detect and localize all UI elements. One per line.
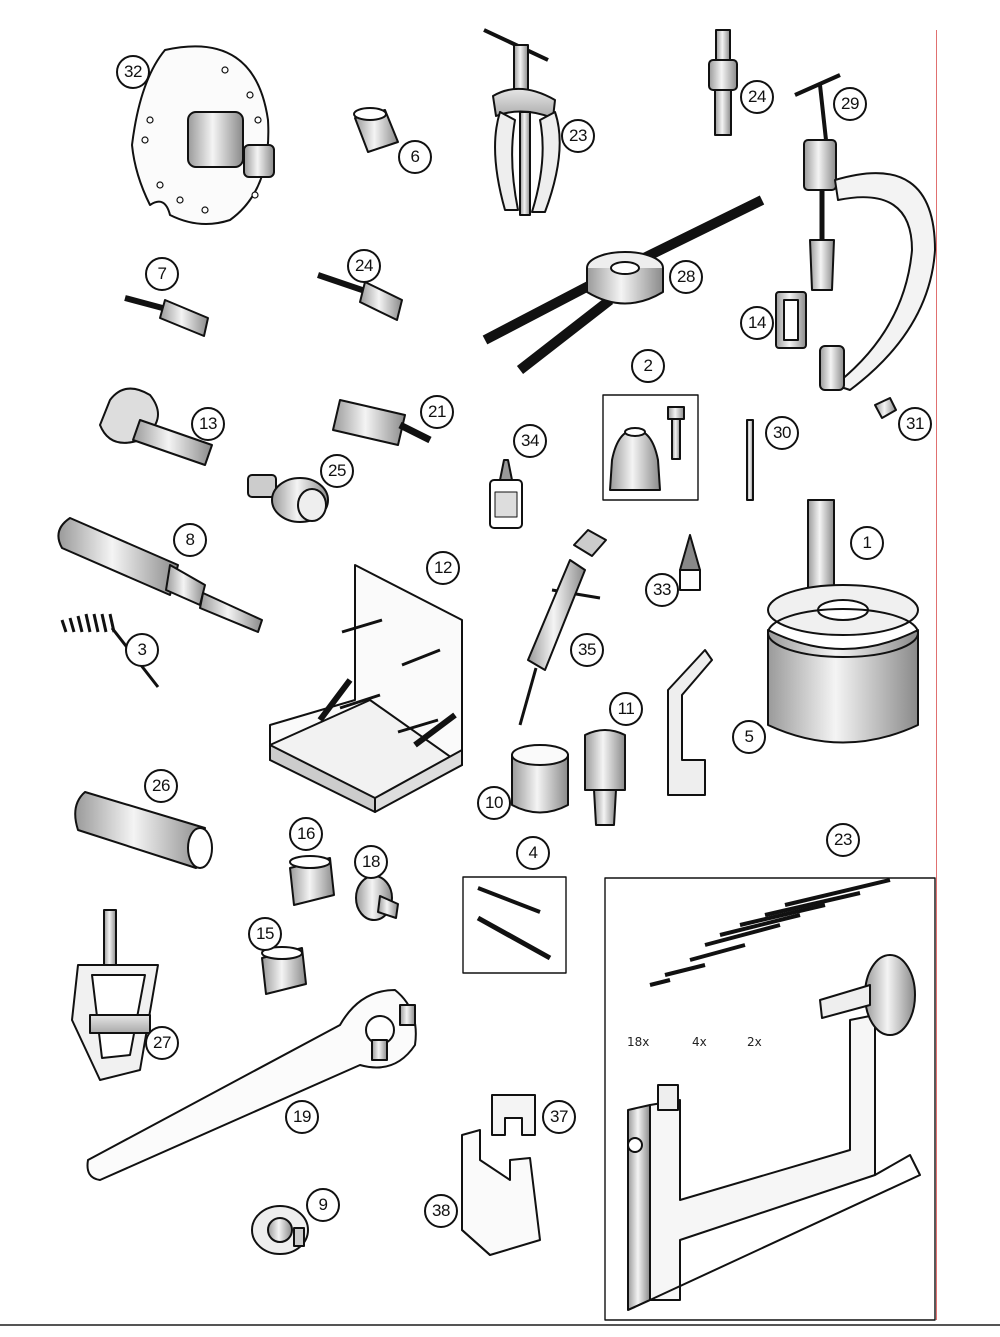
callout-14: 14 xyxy=(740,306,774,340)
callout-25: 25 xyxy=(320,454,354,488)
pin-tool-icon xyxy=(124,295,209,337)
crankshaft-puller-icon xyxy=(482,195,765,374)
quantity-label-2x: 2x xyxy=(747,1035,762,1049)
callout-30: 30 xyxy=(765,416,799,450)
mandrel-icon xyxy=(332,399,432,446)
callout-38: 38 xyxy=(424,1194,458,1228)
socket-adapter-icon xyxy=(247,474,329,523)
callout-28: 28 xyxy=(669,260,703,294)
callout-8: 8 xyxy=(173,523,207,557)
lubricant-bottle-icon xyxy=(489,459,523,529)
callout-31: 31 xyxy=(898,407,932,441)
callout-12: 12 xyxy=(426,551,460,585)
shim-icon xyxy=(491,1094,536,1136)
callout-6: 6 xyxy=(398,140,432,174)
drift-small-icon xyxy=(584,729,626,826)
adapter-tip-icon xyxy=(874,397,897,419)
socket-icon xyxy=(74,791,213,869)
callout-23: 23 xyxy=(826,823,860,857)
bearing-separator-icon xyxy=(71,909,159,1081)
callout-24: 24 xyxy=(347,249,381,283)
callout-33: 33 xyxy=(645,573,679,607)
callout-7: 7 xyxy=(145,257,179,291)
holding-wrench-icon xyxy=(86,989,417,1181)
quantity-label-4x: 4x xyxy=(692,1035,707,1049)
sealant-tube-icon xyxy=(679,534,701,591)
knob-tool-icon xyxy=(99,387,213,466)
extractor-icon xyxy=(708,29,738,136)
engine-stand-icon xyxy=(604,877,936,1321)
stud-tool-icon xyxy=(317,272,403,321)
ring-icon xyxy=(353,107,399,153)
syringe-icon xyxy=(518,529,607,726)
quantity-label-18x: 18x xyxy=(627,1035,650,1049)
callout-22: 24 xyxy=(740,80,774,114)
callout-27: 27 xyxy=(145,1026,179,1060)
callout-5: 5 xyxy=(732,720,766,754)
bushing-icon xyxy=(289,855,335,906)
press-sleeve-icon xyxy=(767,499,919,744)
callout-16: 16 xyxy=(289,817,323,851)
rod-icon xyxy=(746,419,754,501)
callout-35: 35 xyxy=(570,633,604,667)
callout-29: 29 xyxy=(833,87,867,121)
gauge-block-icon xyxy=(461,1129,541,1256)
page-border-bottom xyxy=(0,1324,1000,1326)
three-jaw-puller-icon xyxy=(483,28,561,216)
callout-2: 2 xyxy=(631,349,665,383)
callout-9: 9 xyxy=(306,1188,340,1222)
callout-21: 23 xyxy=(561,119,595,153)
callout-10: 10 xyxy=(477,786,511,820)
drift-icon xyxy=(57,517,263,633)
callout-37: 37 xyxy=(542,1100,576,1134)
callout-1: 1 xyxy=(850,526,884,560)
callout-34: 34 xyxy=(513,424,547,458)
valve-spring-compressor-icon xyxy=(794,73,936,391)
sleeve-icon xyxy=(511,744,569,814)
callout-4: 4 xyxy=(516,836,550,870)
callout-19: 19 xyxy=(285,1100,319,1134)
callout-20: 21 xyxy=(420,395,454,429)
callout-11: 11 xyxy=(609,692,643,726)
engine-holder-plate-icon xyxy=(269,564,463,813)
flywheel-puller-icon xyxy=(251,1205,309,1255)
callout-18: 18 xyxy=(354,845,388,879)
press-plug-icon xyxy=(355,875,399,921)
callout-15: 15 xyxy=(248,917,282,951)
bracket-icon xyxy=(667,649,713,796)
callout-32: 32 xyxy=(116,55,150,89)
page-border-right xyxy=(936,30,937,1320)
cage-icon xyxy=(775,291,807,349)
callout-13: 13 xyxy=(191,407,225,441)
callout-3: 3 xyxy=(125,633,159,667)
bushing-icon xyxy=(261,946,307,995)
bolt-set-icon xyxy=(462,876,567,974)
degree-wheel-icon xyxy=(131,45,275,225)
bearing-puller-kit-icon xyxy=(602,394,699,501)
callout-26: 26 xyxy=(144,769,178,803)
